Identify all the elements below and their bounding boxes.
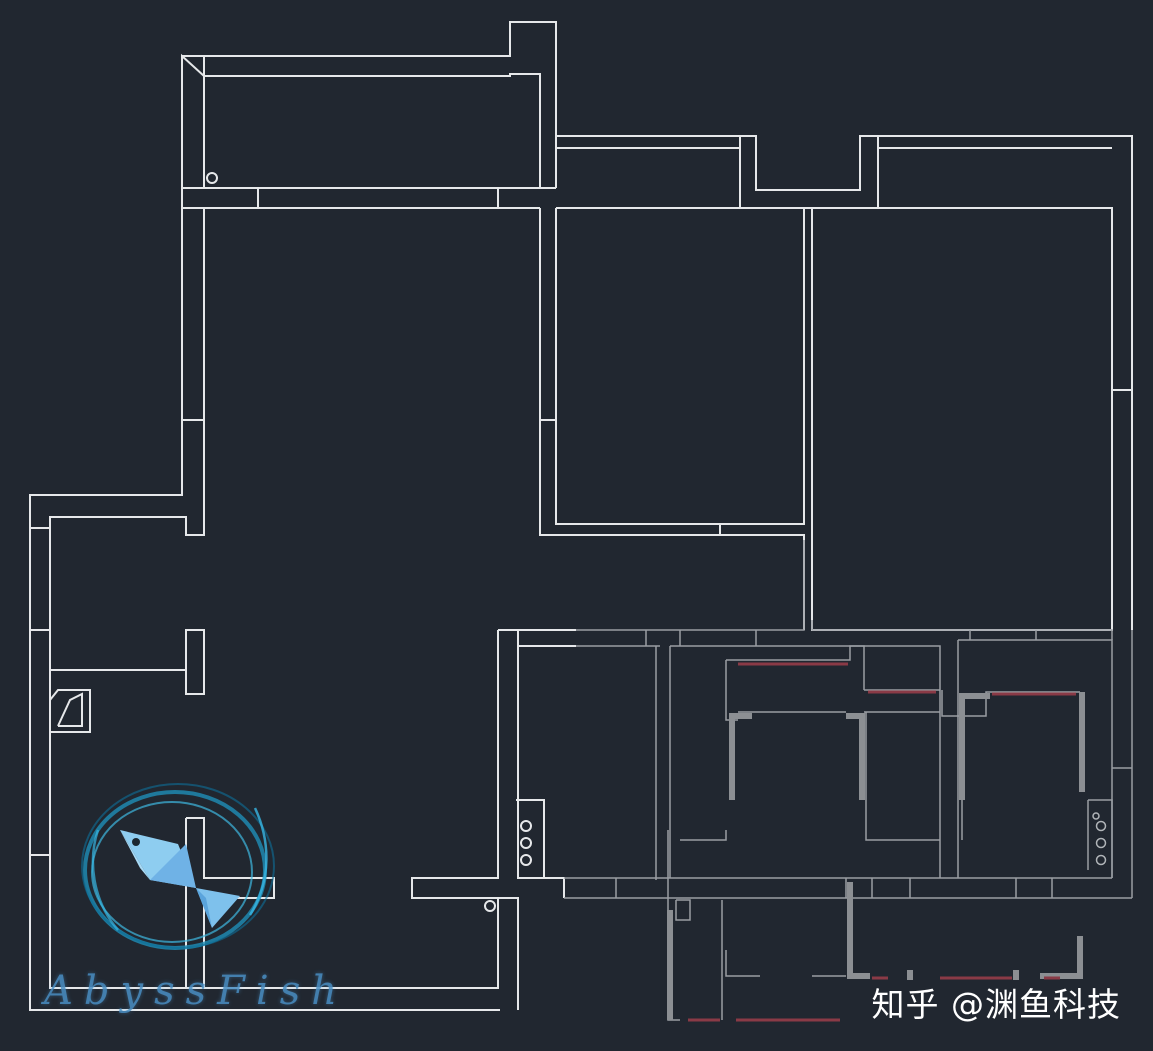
watermark: 知乎 @渊鱼科技 [872, 978, 1122, 1026]
logo-text: AbyssFish [44, 968, 348, 1014]
fish-in-ring-icon [81, 783, 275, 950]
watermark-platform: 知乎 [871, 985, 940, 1024]
stove-burners [1092, 812, 1107, 866]
overlay-thick-walls [667, 692, 1085, 1020]
watermark-author: @渊鱼科技 [951, 985, 1121, 1024]
window-accents [688, 662, 1076, 1022]
